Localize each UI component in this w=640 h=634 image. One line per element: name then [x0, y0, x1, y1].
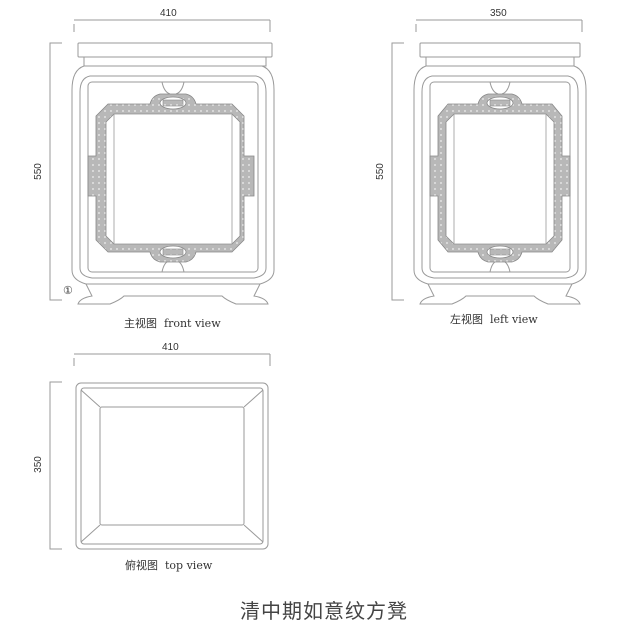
left-height-dimension-line [391, 42, 404, 301]
left-view-caption-cn: 左视图 [450, 313, 483, 326]
front-view-caption-cn: 主视图 [124, 317, 157, 330]
left-ruyi-carving [429, 93, 571, 263]
top-width-dimension-line [73, 353, 271, 366]
top-view-caption: 俯视图 top view [125, 557, 212, 573]
figure-title: 清中期如意纹方凳 [240, 599, 408, 623]
top-view-drawing [49, 353, 271, 550]
front-height-dimension-line [49, 42, 62, 301]
top-height-dimension-line [49, 381, 62, 550]
top-view-caption-en: top view [165, 559, 213, 572]
top-view-caption-cn: 俯视图 [125, 559, 158, 572]
left-height-dimension: 550 [374, 163, 386, 180]
left-width-dimension-line [415, 19, 583, 32]
left-view-caption: 左视图 left view [450, 311, 538, 327]
left-width-dimension: 350 [490, 8, 507, 19]
front-width-dimension-line [73, 19, 271, 32]
front-width-dimension: 410 [160, 8, 177, 19]
left-view-caption-en: left view [490, 313, 538, 326]
front-height-dimension: 550 [32, 163, 44, 180]
top-height-dimension: 350 [32, 456, 44, 473]
front-view-marker: ① [63, 285, 73, 297]
front-view-caption: 主视图 front view [124, 315, 221, 331]
front-ruyi-carving [87, 93, 255, 263]
top-width-dimension: 410 [162, 342, 179, 353]
front-view-caption-en: front view [164, 317, 221, 330]
